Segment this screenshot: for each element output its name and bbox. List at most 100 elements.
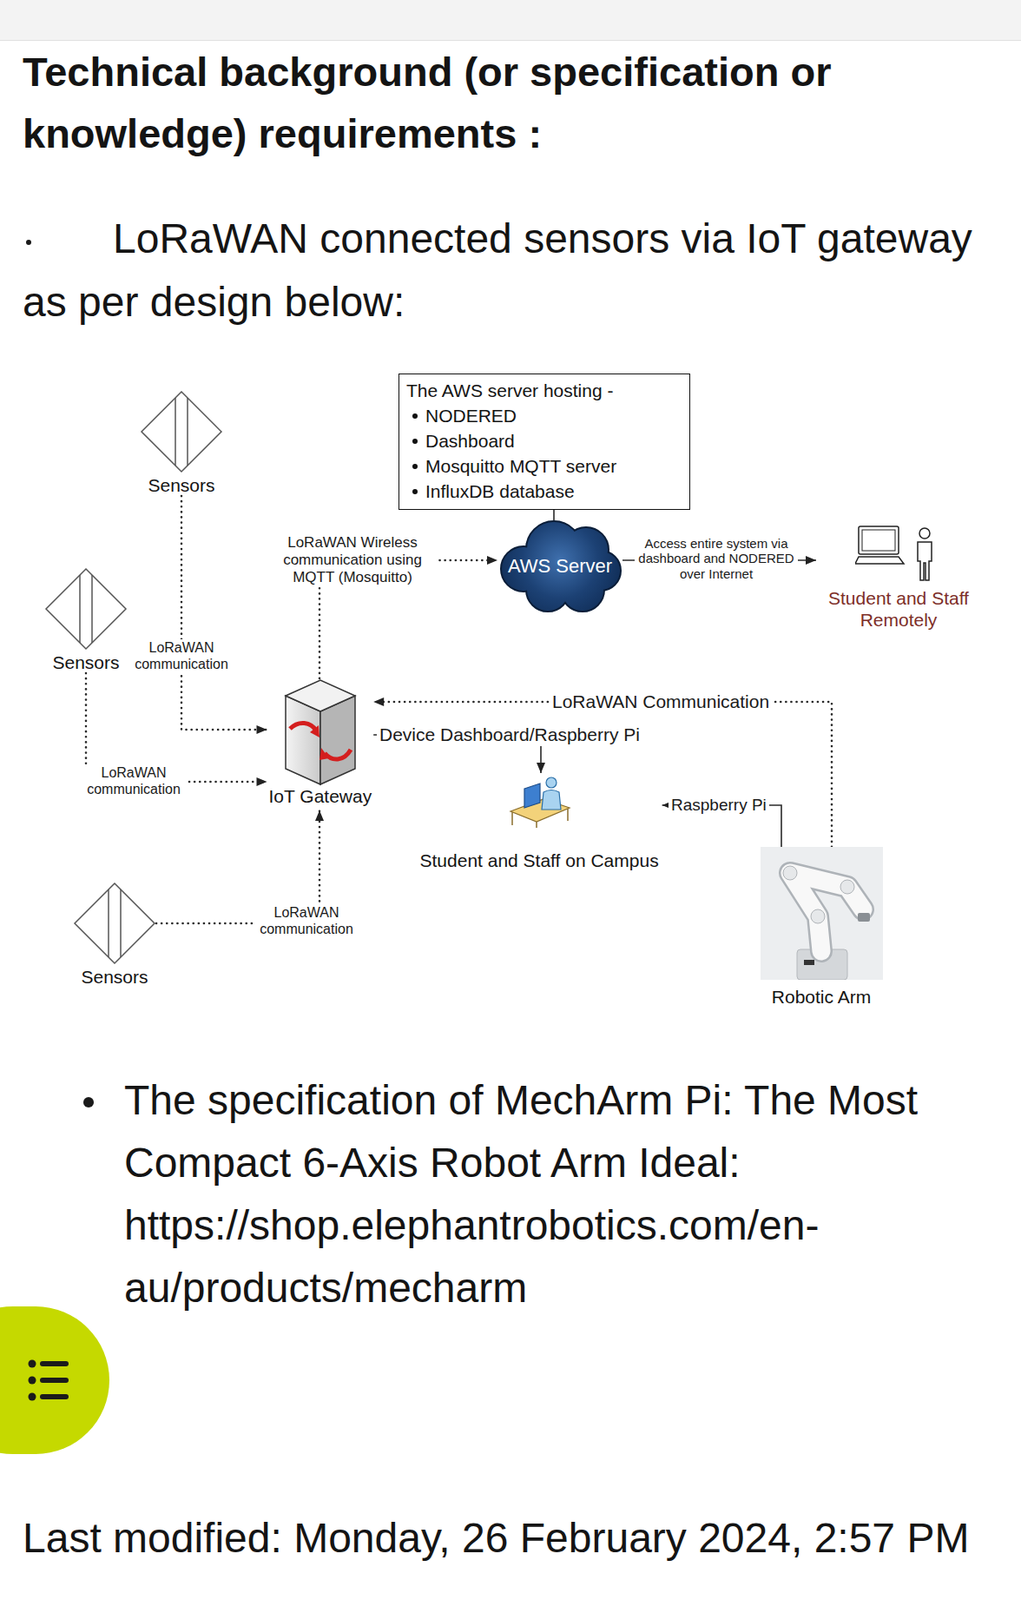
node-label: Student and Staff Remotely — [816, 586, 982, 631]
arrowhead — [805, 555, 817, 565]
sensor-node: Sensors — [72, 881, 157, 988]
box-heading: The AWS server hosting - — [406, 377, 678, 403]
edge-label: LoRaWAN communication — [80, 764, 187, 799]
list-item: Dashboard — [406, 428, 678, 454]
node-label: IoT Gateway — [269, 785, 373, 807]
gateway-arrowhead — [319, 747, 330, 760]
dotted-link — [373, 701, 832, 847]
node-label: Student and Staff on Campus — [420, 849, 659, 872]
sensor-diamond — [74, 882, 155, 963]
gateway-illustration — [281, 678, 360, 786]
arm-display — [803, 959, 815, 965]
person-head — [546, 777, 557, 788]
desk-illustration — [507, 772, 572, 829]
gateway-arrow — [289, 722, 317, 731]
paragraph-text: The specification of MechArm Pi: The Mos… — [124, 1076, 918, 1186]
desk-leg — [535, 821, 538, 828]
node-label: Sensors — [72, 966, 157, 988]
dotted-link — [181, 495, 268, 730]
arm-joint — [840, 879, 855, 894]
campus-user: Student and Staff on Campus — [416, 772, 663, 872]
top-bar-border — [0, 39, 1021, 41]
list-item: InfluxDB database — [406, 478, 678, 504]
list-icon-line — [42, 1376, 66, 1383]
bullet — [412, 413, 418, 419]
edge-label: LoRaWAN Wireless communication using MQT… — [270, 533, 436, 587]
edge-label: Raspberry Pi — [668, 794, 770, 816]
last-modified: Last modified: Monday, 26 February 2024,… — [22, 1512, 969, 1563]
diamond-illustration — [44, 566, 128, 651]
node-label: AWS Server — [507, 554, 613, 578]
edge-label: LoRaWAN Communication — [549, 690, 772, 714]
sensor-line — [119, 889, 122, 957]
edge-label: LoRaWAN communication — [128, 638, 235, 674]
arm-joint — [783, 865, 798, 880]
list-icon-dot — [28, 1359, 37, 1368]
sensor-line — [107, 889, 110, 957]
sensor-diamond — [46, 568, 126, 649]
laptop-illustration — [855, 520, 942, 584]
arrowhead — [536, 762, 546, 773]
bullet — [412, 488, 418, 495]
connector — [373, 697, 832, 847]
arm-illustration — [760, 846, 883, 980]
list-item: Mosquitto MQTT server — [406, 453, 678, 479]
robotic-arm: Robotic Arm — [760, 846, 883, 1008]
bullet — [412, 438, 418, 444]
sensor-diamond — [141, 391, 222, 472]
sensor-line — [186, 397, 189, 466]
node-label: Sensors — [139, 474, 224, 496]
arm-link — [790, 872, 863, 951]
list-icon-line — [42, 1393, 66, 1399]
photo-ground — [760, 846, 883, 980]
bullet-dot — [26, 239, 32, 245]
bullet-dot — [83, 1096, 94, 1107]
edge-label: LoRaWAN communication — [253, 903, 360, 939]
page-heading: Technical background (or specification o… — [22, 40, 999, 165]
edge-label: Device Dashboard/Raspberry Pi — [376, 723, 643, 747]
arm-gripper — [857, 912, 870, 922]
laptop-base — [855, 556, 904, 564]
solid-link — [553, 509, 555, 521]
sensor-node: Sensors — [44, 566, 128, 673]
list-icon — [28, 1359, 67, 1401]
remote-user: Student and Staff Remotely — [816, 520, 982, 631]
sensor-line — [91, 574, 93, 643]
top-bar — [0, 0, 1021, 40]
body-paragraph: LoRaWAN connected sensors via IoT gatewa… — [22, 206, 999, 334]
server-box: The AWS server hosting -NODEREDDashboard… — [398, 373, 691, 510]
list-icon-line — [42, 1360, 66, 1366]
menu-button — [0, 1305, 110, 1454]
person-body — [541, 790, 561, 811]
connector — [553, 509, 555, 521]
bullet — [412, 463, 418, 469]
node-label: Robotic Arm — [760, 986, 883, 1008]
cloud-server: AWS Server — [497, 520, 623, 613]
arrowhead — [256, 724, 268, 734]
list-icon-dot — [28, 1376, 37, 1384]
list-item: NODERED — [406, 402, 678, 429]
body-paragraph: The specification of MechArm Pi: The Mos… — [124, 1068, 1008, 1319]
arrowhead — [315, 810, 324, 821]
sensor-line — [174, 397, 177, 466]
node-label: Sensors — [44, 652, 128, 673]
arrowhead — [256, 777, 268, 786]
edge-label: Access entire system via dashboard and N… — [634, 534, 798, 583]
person-head — [919, 527, 930, 539]
arrowhead — [373, 697, 384, 706]
list-icon-dot — [28, 1392, 37, 1401]
diamond-illustration — [139, 389, 224, 474]
laptop-screen — [858, 526, 899, 554]
desk-leg — [566, 808, 569, 821]
person-body — [917, 541, 932, 580]
connector — [181, 495, 268, 734]
gateway-top — [285, 679, 356, 712]
desk-leg — [511, 811, 514, 825]
sensor-line — [79, 574, 81, 643]
diamond-illustration — [72, 881, 157, 965]
arrowhead — [487, 555, 498, 565]
arm-joint — [810, 909, 825, 923]
sensor-node: Sensors — [139, 389, 224, 496]
gateway-arrowhead — [309, 724, 320, 738]
